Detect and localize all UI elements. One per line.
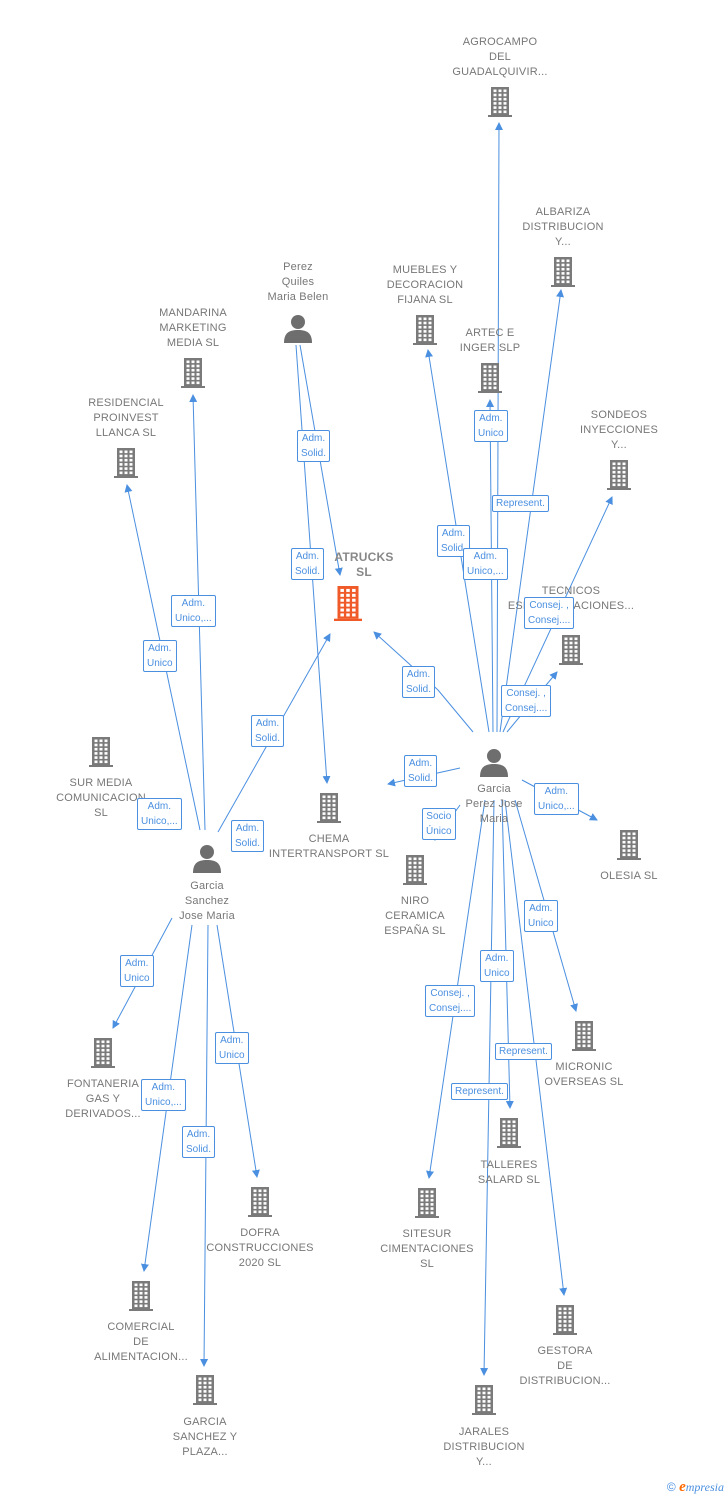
node-label: JARALES DISTRIBUCION Y... <box>443 1426 525 1468</box>
node-label: MICRONIC OVERSEAS SL <box>544 1061 624 1088</box>
building-icon <box>497 1118 521 1153</box>
building-icon <box>248 1187 272 1222</box>
relation-badge[interactable]: Adm. Unico <box>524 900 558 932</box>
building-icon <box>129 1281 153 1316</box>
relation-badge[interactable]: Adm. Unico <box>120 955 154 987</box>
person-icon <box>479 747 509 782</box>
node-label: MANDARINA MARKETING MEDIA SL <box>159 307 227 349</box>
node-label: ARTEC E INGER SLP <box>459 327 521 354</box>
building-icon <box>488 87 512 122</box>
building-icon <box>415 1188 439 1223</box>
relation-badge[interactable]: Adm. Unico,... <box>463 548 508 580</box>
relation-badge[interactable]: Adm. Unico,... <box>137 798 182 830</box>
relation-badge[interactable]: Adm. Unico,... <box>141 1079 186 1111</box>
node-label: Perez Quiles Maria Belen <box>267 261 329 303</box>
node-label: NIRO CERAMICA ESPAÑA SL <box>384 895 446 937</box>
building-icon <box>89 737 113 772</box>
building-icon <box>193 1375 217 1410</box>
edge-garcia_perez-to-atrucks <box>373 631 474 733</box>
relation-badge[interactable]: Adm. Unico <box>143 640 177 672</box>
relation-badge[interactable]: Represent. <box>492 495 549 512</box>
relation-badge[interactable]: Adm. Solid. <box>182 1126 216 1158</box>
building-icon <box>572 1021 596 1056</box>
relation-badge[interactable]: Adm. Solid. <box>291 548 325 580</box>
node-label: COMERCIAL DE ALIMENTACION... <box>94 1321 188 1363</box>
building-icon <box>91 1038 115 1073</box>
relation-badge[interactable]: Adm. Unico,... <box>171 595 216 627</box>
building-icon <box>478 363 502 398</box>
node-label: SITESUR CIMENTACIONES SL <box>380 1228 474 1270</box>
node-label: OLESIA SL <box>600 870 658 882</box>
relation-badge[interactable]: Adm. Solid. <box>404 755 438 787</box>
node-label: MUEBLES Y DECORACION FIJANA SL <box>386 264 464 306</box>
node-label: ATRUCKS SL <box>334 550 394 579</box>
building-icon <box>607 460 631 495</box>
building-icon <box>617 830 641 865</box>
building-icon <box>472 1385 496 1420</box>
relation-badge[interactable]: Adm. Solid. <box>251 715 285 747</box>
person-icon <box>192 843 222 878</box>
relation-badge[interactable]: Consej. , Consej.... <box>425 985 476 1017</box>
person-icon <box>283 313 313 348</box>
focus-building-icon <box>334 585 362 626</box>
relation-badge[interactable]: Adm. Unico <box>474 410 508 442</box>
node-label: GARCIA SANCHEZ Y PLAZA... <box>172 1416 238 1458</box>
node-label: SUR MEDIA COMUNICACION SL <box>56 777 146 819</box>
relation-badge[interactable]: Consej. , Consej.... <box>501 685 552 717</box>
node-label: SONDEOS INYECCIONES Y... <box>580 409 658 451</box>
building-icon <box>114 448 138 483</box>
building-icon <box>403 855 427 890</box>
brand-logo-text: mpresia <box>685 1480 724 1494</box>
building-icon <box>551 257 575 292</box>
relation-badge[interactable]: Adm. Solid. <box>297 430 331 462</box>
relation-badge[interactable]: Adm. Solid. <box>231 820 265 852</box>
relation-badge[interactable]: Adm. Unico <box>215 1032 249 1064</box>
node-label: DOFRA CONSTRUCCIONES 2020 SL <box>206 1227 314 1269</box>
building-icon <box>317 793 341 828</box>
building-icon <box>559 635 583 670</box>
brand-logo-initial: e <box>679 1479 686 1495</box>
node-label: ALBARIZA DISTRIBUCION Y... <box>522 206 604 248</box>
node-label: CHEMA INTERTRANSPORT SL <box>268 833 390 860</box>
building-icon <box>181 358 205 393</box>
copyright-symbol: © <box>666 1480 676 1494</box>
node-label: Garcia Perez Jose Maria <box>465 783 523 825</box>
relation-badge[interactable]: Socio Único <box>422 808 456 840</box>
node-label: RESIDENCIAL PROINVEST LLANCA SL <box>88 397 164 439</box>
node-label: TALLERES SALARD SL <box>477 1159 541 1186</box>
building-icon <box>413 315 437 350</box>
building-icon <box>553 1305 577 1340</box>
footer-brand: © empresia <box>667 1479 724 1496</box>
node-label: GESTORA DE DISTRIBUCION... <box>519 1345 611 1387</box>
node-label: Garcia Sanchez Jose Maria <box>179 880 235 922</box>
relation-badge[interactable]: Consej. , Consej.... <box>524 597 575 629</box>
relation-badge[interactable]: Adm. Solid. <box>437 525 471 557</box>
relation-badge[interactable]: Adm. Unico,... <box>534 783 579 815</box>
node-label: FONTANERIA GAS Y DERIVADOS... <box>65 1078 141 1120</box>
node-label: AGROCAMPO DEL GUADALQUIVIR... <box>452 36 548 78</box>
relation-badge[interactable]: Represent. <box>451 1083 508 1100</box>
relation-badge[interactable]: Adm. Solid. <box>402 666 436 698</box>
relation-badge[interactable]: Represent. <box>495 1043 552 1060</box>
relation-badge[interactable]: Adm. Unico <box>480 950 514 982</box>
